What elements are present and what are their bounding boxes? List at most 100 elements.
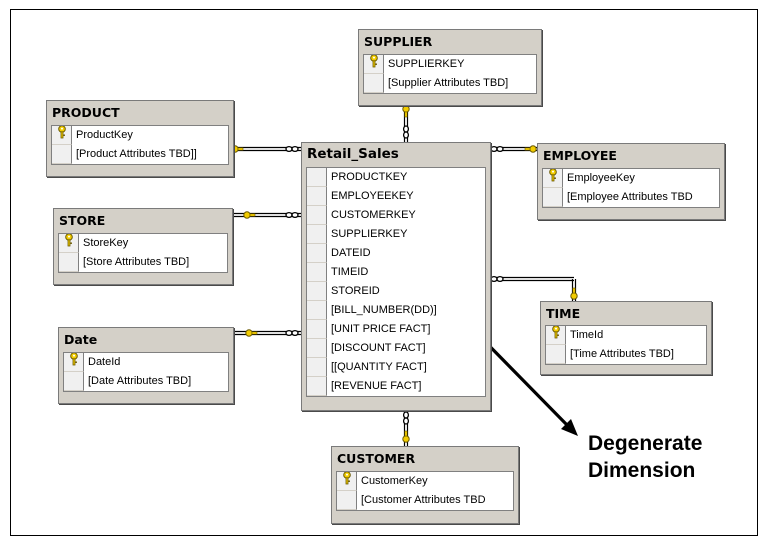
one-end-key <box>404 430 408 437</box>
column-name: StoreKey <box>83 237 129 249</box>
column-row[interactable]: SUPPLIERKEY <box>307 225 485 244</box>
key-icon <box>63 234 75 253</box>
column-list: CustomerKey [Customer Attributes TBD <box>336 471 514 511</box>
table-time[interactable]: TIME TimeId[Time Attributes TBD] <box>540 301 712 375</box>
row-selector-cell <box>307 301 327 320</box>
one-end-key <box>243 211 251 219</box>
degenerate-dimension-label: Degenerate Dimension <box>588 430 702 484</box>
table-title: Date <box>64 332 98 347</box>
column-row[interactable]: CUSTOMERKEY <box>307 206 485 225</box>
column-name: [Supplier Attributes TBD] <box>388 77 509 89</box>
key-icon <box>547 169 559 188</box>
column-name: [UNIT PRICE FACT] <box>331 323 431 335</box>
row-selector-cell <box>543 188 563 207</box>
column-row[interactable]: SUPPLIERKEY <box>364 55 536 74</box>
column-row[interactable]: [BILL_NUMBER(DD)] <box>307 301 485 320</box>
column-row[interactable]: DateId <box>64 353 228 372</box>
many-end <box>490 275 498 283</box>
row-selector-cell <box>307 225 327 244</box>
table-date[interactable]: Date DateId[Date Attributes TBD] <box>58 327 234 404</box>
column-row[interactable]: [Date Attributes TBD] <box>64 372 228 391</box>
annotation-line-2: Dimension <box>588 459 696 482</box>
column-row[interactable]: PRODUCTKEY <box>307 168 485 187</box>
table-store[interactable]: STORE StoreKey [Store Attributes TBD] <box>53 208 233 285</box>
table-title: CUSTOMER <box>337 451 416 466</box>
row-selector-cell <box>337 491 357 510</box>
column-name: [Product Attributes TBD]] <box>76 148 197 160</box>
column-row[interactable]: TIMEID <box>307 263 485 282</box>
column-row[interactable]: [Time Attributes TBD] <box>546 345 706 364</box>
table-employee[interactable]: EMPLOYEE EmployeeKey[Employee Attributes… <box>537 143 725 220</box>
key-icon <box>68 353 80 372</box>
many-end <box>402 125 410 133</box>
column-name: TIMEID <box>331 266 369 278</box>
table-title: STORE <box>59 213 106 228</box>
column-name: CustomerKey <box>361 475 428 487</box>
key-icon <box>341 472 353 491</box>
table-title: Retail_Sales <box>307 146 399 162</box>
one-end-key <box>529 145 537 153</box>
column-row[interactable]: [Customer Attributes TBD <box>337 491 513 510</box>
diagram-frame <box>10 9 758 536</box>
column-name: CUSTOMERKEY <box>331 209 416 221</box>
column-row[interactable]: [Store Attributes TBD] <box>59 253 227 272</box>
column-list: SUPPLIERKEY [Supplier Attributes TBD] <box>363 54 537 94</box>
table-customer[interactable]: CUSTOMER CustomerKey [Customer Attributes… <box>331 446 519 524</box>
column-row[interactable]: EMPLOYEEKEY <box>307 187 485 206</box>
row-selector-cell <box>307 339 327 358</box>
many-end <box>490 145 498 153</box>
one-end-key <box>404 111 408 118</box>
column-list: EmployeeKey [Employee Attributes TBD <box>542 168 720 208</box>
primary-key-cell <box>52 126 72 145</box>
column-row[interactable]: [Product Attributes TBD]] <box>52 145 228 164</box>
row-selector-cell <box>307 377 327 396</box>
column-name: ProductKey <box>76 129 133 141</box>
column-row[interactable]: EmployeeKey <box>543 169 719 188</box>
primary-key-cell <box>546 326 566 345</box>
column-list: TimeId [Time Attributes TBD] <box>545 325 707 365</box>
column-row[interactable]: CustomerKey <box>337 472 513 491</box>
column-name: [BILL_NUMBER(DD)] <box>331 304 437 316</box>
table-product[interactable]: PRODUCT ProductKey[Product Attributes TB… <box>46 100 234 177</box>
column-row[interactable]: [Supplier Attributes TBD] <box>364 74 536 93</box>
column-row[interactable]: [Employee Attributes TBD <box>543 188 719 207</box>
primary-key-cell <box>543 169 563 188</box>
row-selector-cell <box>307 358 327 377</box>
column-row[interactable]: [REVENUE FACT] <box>307 377 485 396</box>
many-end <box>291 329 299 337</box>
one-end-key <box>245 329 253 337</box>
row-selector-cell <box>307 187 327 206</box>
row-selector-cell <box>307 206 327 225</box>
one-end-key <box>251 331 258 335</box>
many-end <box>496 275 504 283</box>
annotation-line-1: Degenerate <box>588 432 703 455</box>
many-end <box>496 145 504 153</box>
key-icon <box>368 55 380 74</box>
row-selector-cell <box>307 282 327 301</box>
row-selector-cell <box>307 263 327 282</box>
one-end-key <box>524 147 531 151</box>
row-selector-cell <box>307 244 327 263</box>
row-selector-cell <box>59 253 79 272</box>
many-end <box>402 417 410 425</box>
column-name: [Employee Attributes TBD <box>567 191 693 203</box>
row-selector-cell <box>307 168 327 187</box>
primary-key-cell <box>59 234 79 253</box>
column-name: STOREID <box>331 285 380 297</box>
table-supplier[interactable]: SUPPLIER SUPPLIERKEY[Supplier Attributes… <box>358 29 542 106</box>
one-end-key <box>249 213 256 217</box>
column-name: [Time Attributes TBD] <box>570 348 674 360</box>
column-row[interactable]: [[QUANTITY FACT] <box>307 358 485 377</box>
column-list: DateId[Date Attributes TBD] <box>63 352 229 392</box>
column-row[interactable]: TimeId <box>546 326 706 345</box>
column-row[interactable]: STOREID <box>307 282 485 301</box>
column-row[interactable]: [UNIT PRICE FACT] <box>307 320 485 339</box>
column-row[interactable]: StoreKey <box>59 234 227 253</box>
many-end <box>291 211 299 219</box>
column-row[interactable]: ProductKey <box>52 126 228 145</box>
column-name: TimeId <box>570 329 604 341</box>
primary-key-cell <box>64 353 84 372</box>
column-row[interactable]: [DISCOUNT FACT] <box>307 339 485 358</box>
column-row[interactable]: DATEID <box>307 244 485 263</box>
